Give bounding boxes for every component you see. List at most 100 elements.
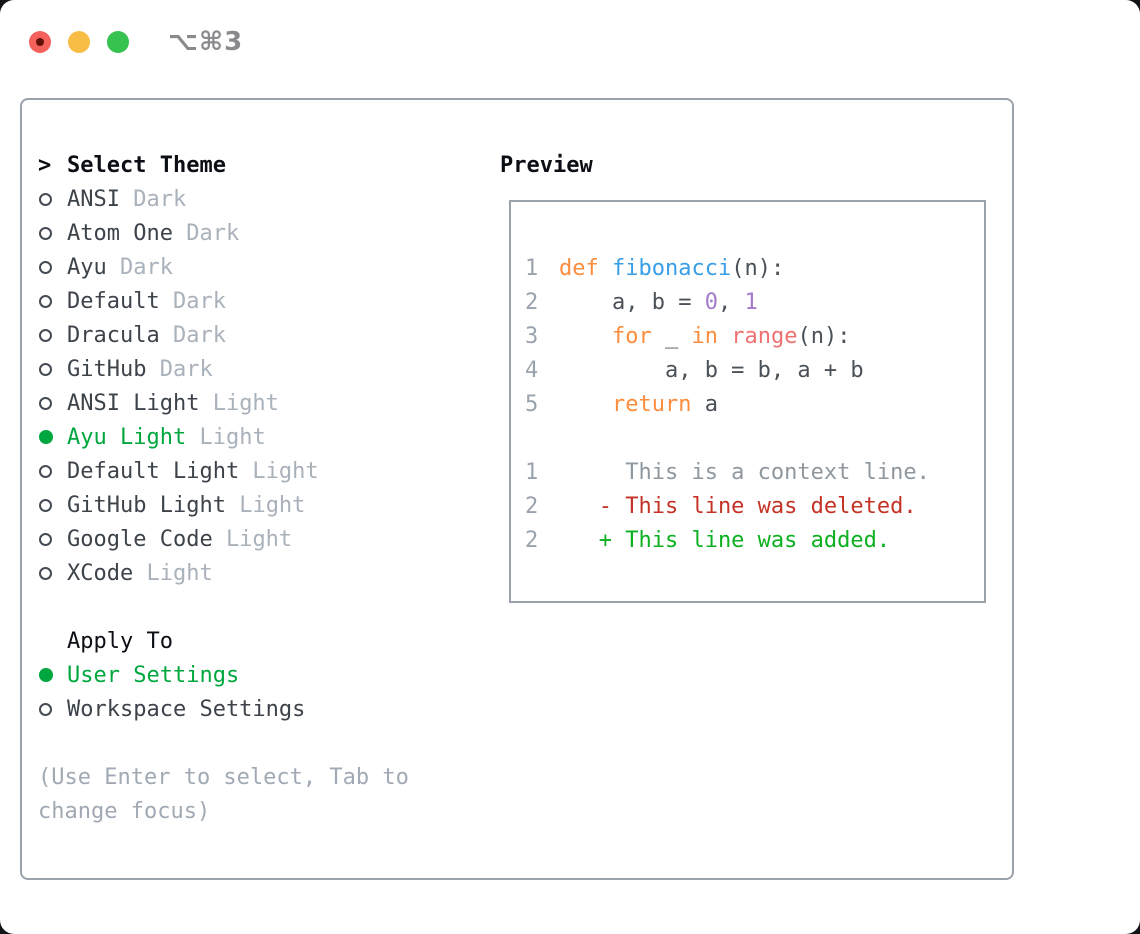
theme-label: Ayu	[67, 254, 107, 280]
prompt-icon: >	[38, 152, 52, 178]
theme-tag: Dark	[159, 322, 226, 348]
radio-indent	[38, 498, 67, 512]
radio-icon	[39, 260, 52, 274]
code-line: 4 a, b = b, a + b	[525, 354, 984, 388]
code-token: + This line was added.	[559, 528, 891, 553]
theme-label: Google Code	[67, 526, 213, 552]
code-line: 5 return a	[525, 388, 984, 422]
theme-tag: Light	[239, 458, 319, 484]
theme-tag: Light	[186, 424, 266, 450]
code-token: a, b = b, a + b	[559, 358, 864, 383]
theme-tag: Dark	[159, 288, 226, 314]
theme-label: Default Light	[67, 458, 240, 484]
code-line: 2 + This line was added.	[525, 524, 984, 558]
theme-option[interactable]: Google Code Light	[38, 522, 409, 556]
close-button[interactable]	[29, 31, 51, 53]
theme-option[interactable]: Default Light Light	[38, 454, 409, 488]
radio-icon	[39, 192, 52, 206]
theme-tag: Dark	[119, 186, 187, 212]
zoom-button[interactable]	[107, 31, 129, 53]
spacer	[38, 590, 409, 624]
theme-option[interactable]: Default Dark	[38, 284, 409, 318]
code-token: 1	[744, 290, 758, 315]
apply-label: Workspace Settings	[67, 696, 306, 722]
apply-option[interactable]: Workspace Settings	[38, 692, 409, 726]
theme-option[interactable]: GitHub Dark	[38, 352, 409, 386]
theme-tag: Light	[133, 560, 213, 586]
radio-indent	[38, 362, 67, 376]
code-line: 1 This is a context line.	[525, 456, 984, 490]
radio-icon	[39, 464, 52, 478]
radio-indent	[38, 566, 67, 580]
code-token: fibonacci	[611, 256, 732, 281]
radio-icon	[39, 362, 52, 376]
radio-indent	[38, 532, 67, 546]
window-shortcut-label: ⌥⌘3	[168, 27, 244, 57]
apply-to-header: Apply To	[38, 624, 409, 658]
theme-option[interactable]: Ayu Light Light	[38, 420, 409, 454]
code-token: _	[651, 324, 692, 349]
close-dot-icon	[36, 38, 44, 46]
select-theme-title: Select Theme	[67, 152, 226, 178]
theme-option[interactable]: Ayu Dark	[38, 250, 409, 284]
theme-label: ANSI Light	[67, 390, 200, 416]
radio-indent	[38, 294, 67, 308]
line-number: 1	[525, 256, 539, 281]
theme-option[interactable]: ANSI Light Light	[38, 386, 409, 420]
minimize-button[interactable]	[68, 31, 90, 53]
theme-label: Atom One	[67, 220, 173, 246]
code-token	[559, 324, 612, 349]
radio-indent	[38, 396, 67, 410]
radio-icon	[39, 328, 52, 342]
radio-icon	[39, 532, 52, 546]
titlebar: ⌥⌘3	[29, 27, 244, 57]
theme-option[interactable]: XCode Light	[38, 556, 409, 590]
radio-indent	[38, 464, 67, 478]
theme-option[interactable]: GitHub Light Light	[38, 488, 409, 522]
radio-indent	[38, 328, 67, 342]
code-line: 3 for _ in range(n):	[525, 320, 984, 354]
radio-selected-icon	[39, 430, 53, 444]
code-token	[718, 324, 731, 349]
code-line	[525, 422, 984, 456]
apply-to-title: Apply To	[67, 628, 173, 654]
line-number: 3	[525, 324, 539, 349]
theme-label: ANSI	[67, 186, 120, 212]
code-token: in	[691, 324, 718, 349]
hint-line-2: change focus)	[38, 798, 211, 824]
code-token: - This line was deleted.	[559, 494, 917, 519]
theme-label: GitHub	[67, 356, 147, 382]
code-token	[559, 392, 612, 417]
select-theme-header: > Select Theme	[38, 148, 409, 182]
code-token: This is a context line.	[559, 460, 930, 485]
radio-indent	[38, 192, 67, 206]
theme-tag: Dark	[172, 220, 240, 246]
theme-label: Ayu Light	[67, 424, 187, 450]
radio-icon	[39, 294, 52, 308]
code-token: ,	[717, 290, 745, 315]
hint-line-1: (Use Enter to select, Tab to	[38, 764, 409, 790]
theme-option[interactable]: ANSI Dark	[38, 182, 409, 216]
theme-tag: Dark	[106, 254, 173, 280]
spacer	[38, 726, 409, 760]
theme-option[interactable]: Dracula Dark	[38, 318, 409, 352]
code-token: range	[731, 324, 798, 349]
theme-option[interactable]: Atom One Dark	[38, 216, 409, 250]
radio-indent	[38, 430, 67, 444]
theme-label: GitHub Light	[67, 492, 226, 518]
radio-icon	[39, 498, 52, 512]
radio-selected-icon	[39, 668, 53, 682]
line-number: 2	[525, 494, 539, 519]
radio-indent	[38, 702, 67, 716]
apply-option[interactable]: User Settings	[38, 658, 409, 692]
code-token: a	[691, 392, 718, 417]
radio-icon	[39, 566, 52, 580]
preview-title: Preview	[500, 152, 593, 178]
radio-icon	[39, 396, 52, 410]
theme-tag: Light	[199, 390, 279, 416]
code-token: return	[611, 392, 692, 417]
theme-label: Dracula	[67, 322, 160, 348]
radio-indent	[38, 260, 67, 274]
line-number: 2	[525, 290, 539, 315]
